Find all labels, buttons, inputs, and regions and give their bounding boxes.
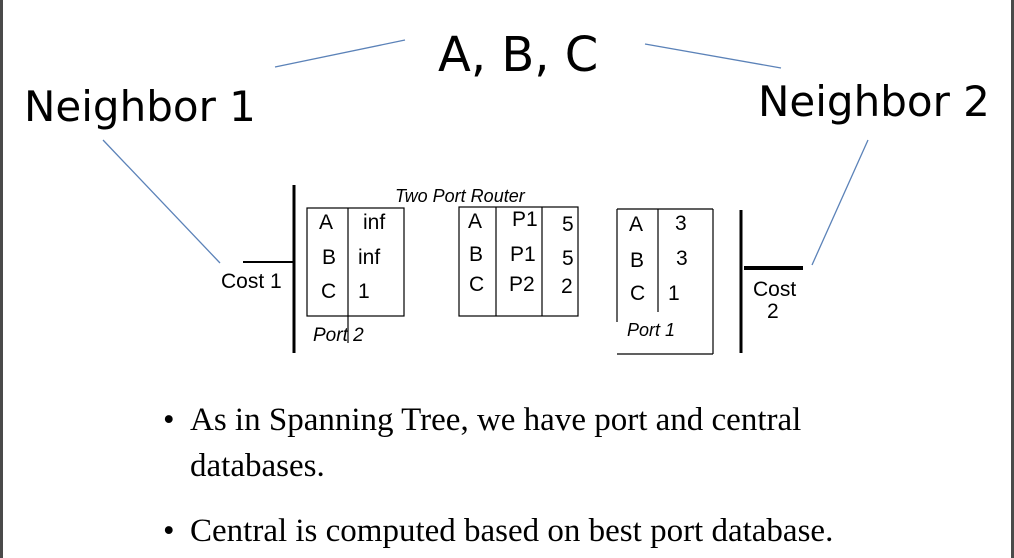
table-cell: B xyxy=(469,243,484,266)
bullet-marker-icon: • xyxy=(163,513,175,549)
slide-left-border xyxy=(0,0,3,558)
cost2-value: 2 xyxy=(767,300,779,323)
connector-title-left xyxy=(274,39,406,68)
connector-title-right xyxy=(644,43,782,69)
table-cell: B xyxy=(630,249,645,272)
table-cell: 1 xyxy=(668,282,680,305)
cost1-label: Cost 1 xyxy=(221,270,282,293)
bullet-line: As in Spanning Tree, we have port and ce… xyxy=(190,402,802,438)
table-cell: 3 xyxy=(676,247,688,270)
slide-right-border xyxy=(1011,0,1014,558)
table-cell: B xyxy=(322,246,337,269)
port2-label: Port 2 xyxy=(313,325,364,346)
table-cell: C xyxy=(321,280,337,303)
table-cell: inf xyxy=(363,211,386,234)
bullet-line: databases. xyxy=(190,448,325,484)
port1-label: Port 1 xyxy=(627,320,676,340)
destinations-title: A, B, C xyxy=(438,27,599,83)
bullet-marker-icon: • xyxy=(163,402,175,438)
table-cell: P1 xyxy=(512,208,538,231)
neighbor1-label: Neighbor 1 xyxy=(24,82,256,131)
cost2-label: Cost xyxy=(753,278,797,301)
table-cell: P1 xyxy=(510,243,536,266)
neighbor2-label: Neighbor 2 xyxy=(758,77,990,126)
table-cell: A xyxy=(468,210,483,233)
table-cell: 1 xyxy=(358,280,370,303)
table-cell: A xyxy=(319,211,334,234)
table-cell: C xyxy=(630,282,646,305)
table-cell: inf xyxy=(358,246,381,269)
table-cell: C xyxy=(469,273,485,296)
table-cell: 5 xyxy=(562,247,574,270)
connector-neighbor1 xyxy=(102,139,221,264)
table-cell: A xyxy=(629,213,644,236)
table-cell: 5 xyxy=(562,213,574,236)
router-label: Two Port Router xyxy=(395,186,525,206)
table-cell: P2 xyxy=(509,273,535,296)
table-cell: 2 xyxy=(561,275,573,298)
central-table-box xyxy=(458,206,579,317)
port2-table-box xyxy=(306,207,405,317)
bullet-line: Central is computed based on best port d… xyxy=(190,513,834,549)
connector-neighbor2 xyxy=(811,139,869,266)
table-cell: 3 xyxy=(675,212,687,235)
